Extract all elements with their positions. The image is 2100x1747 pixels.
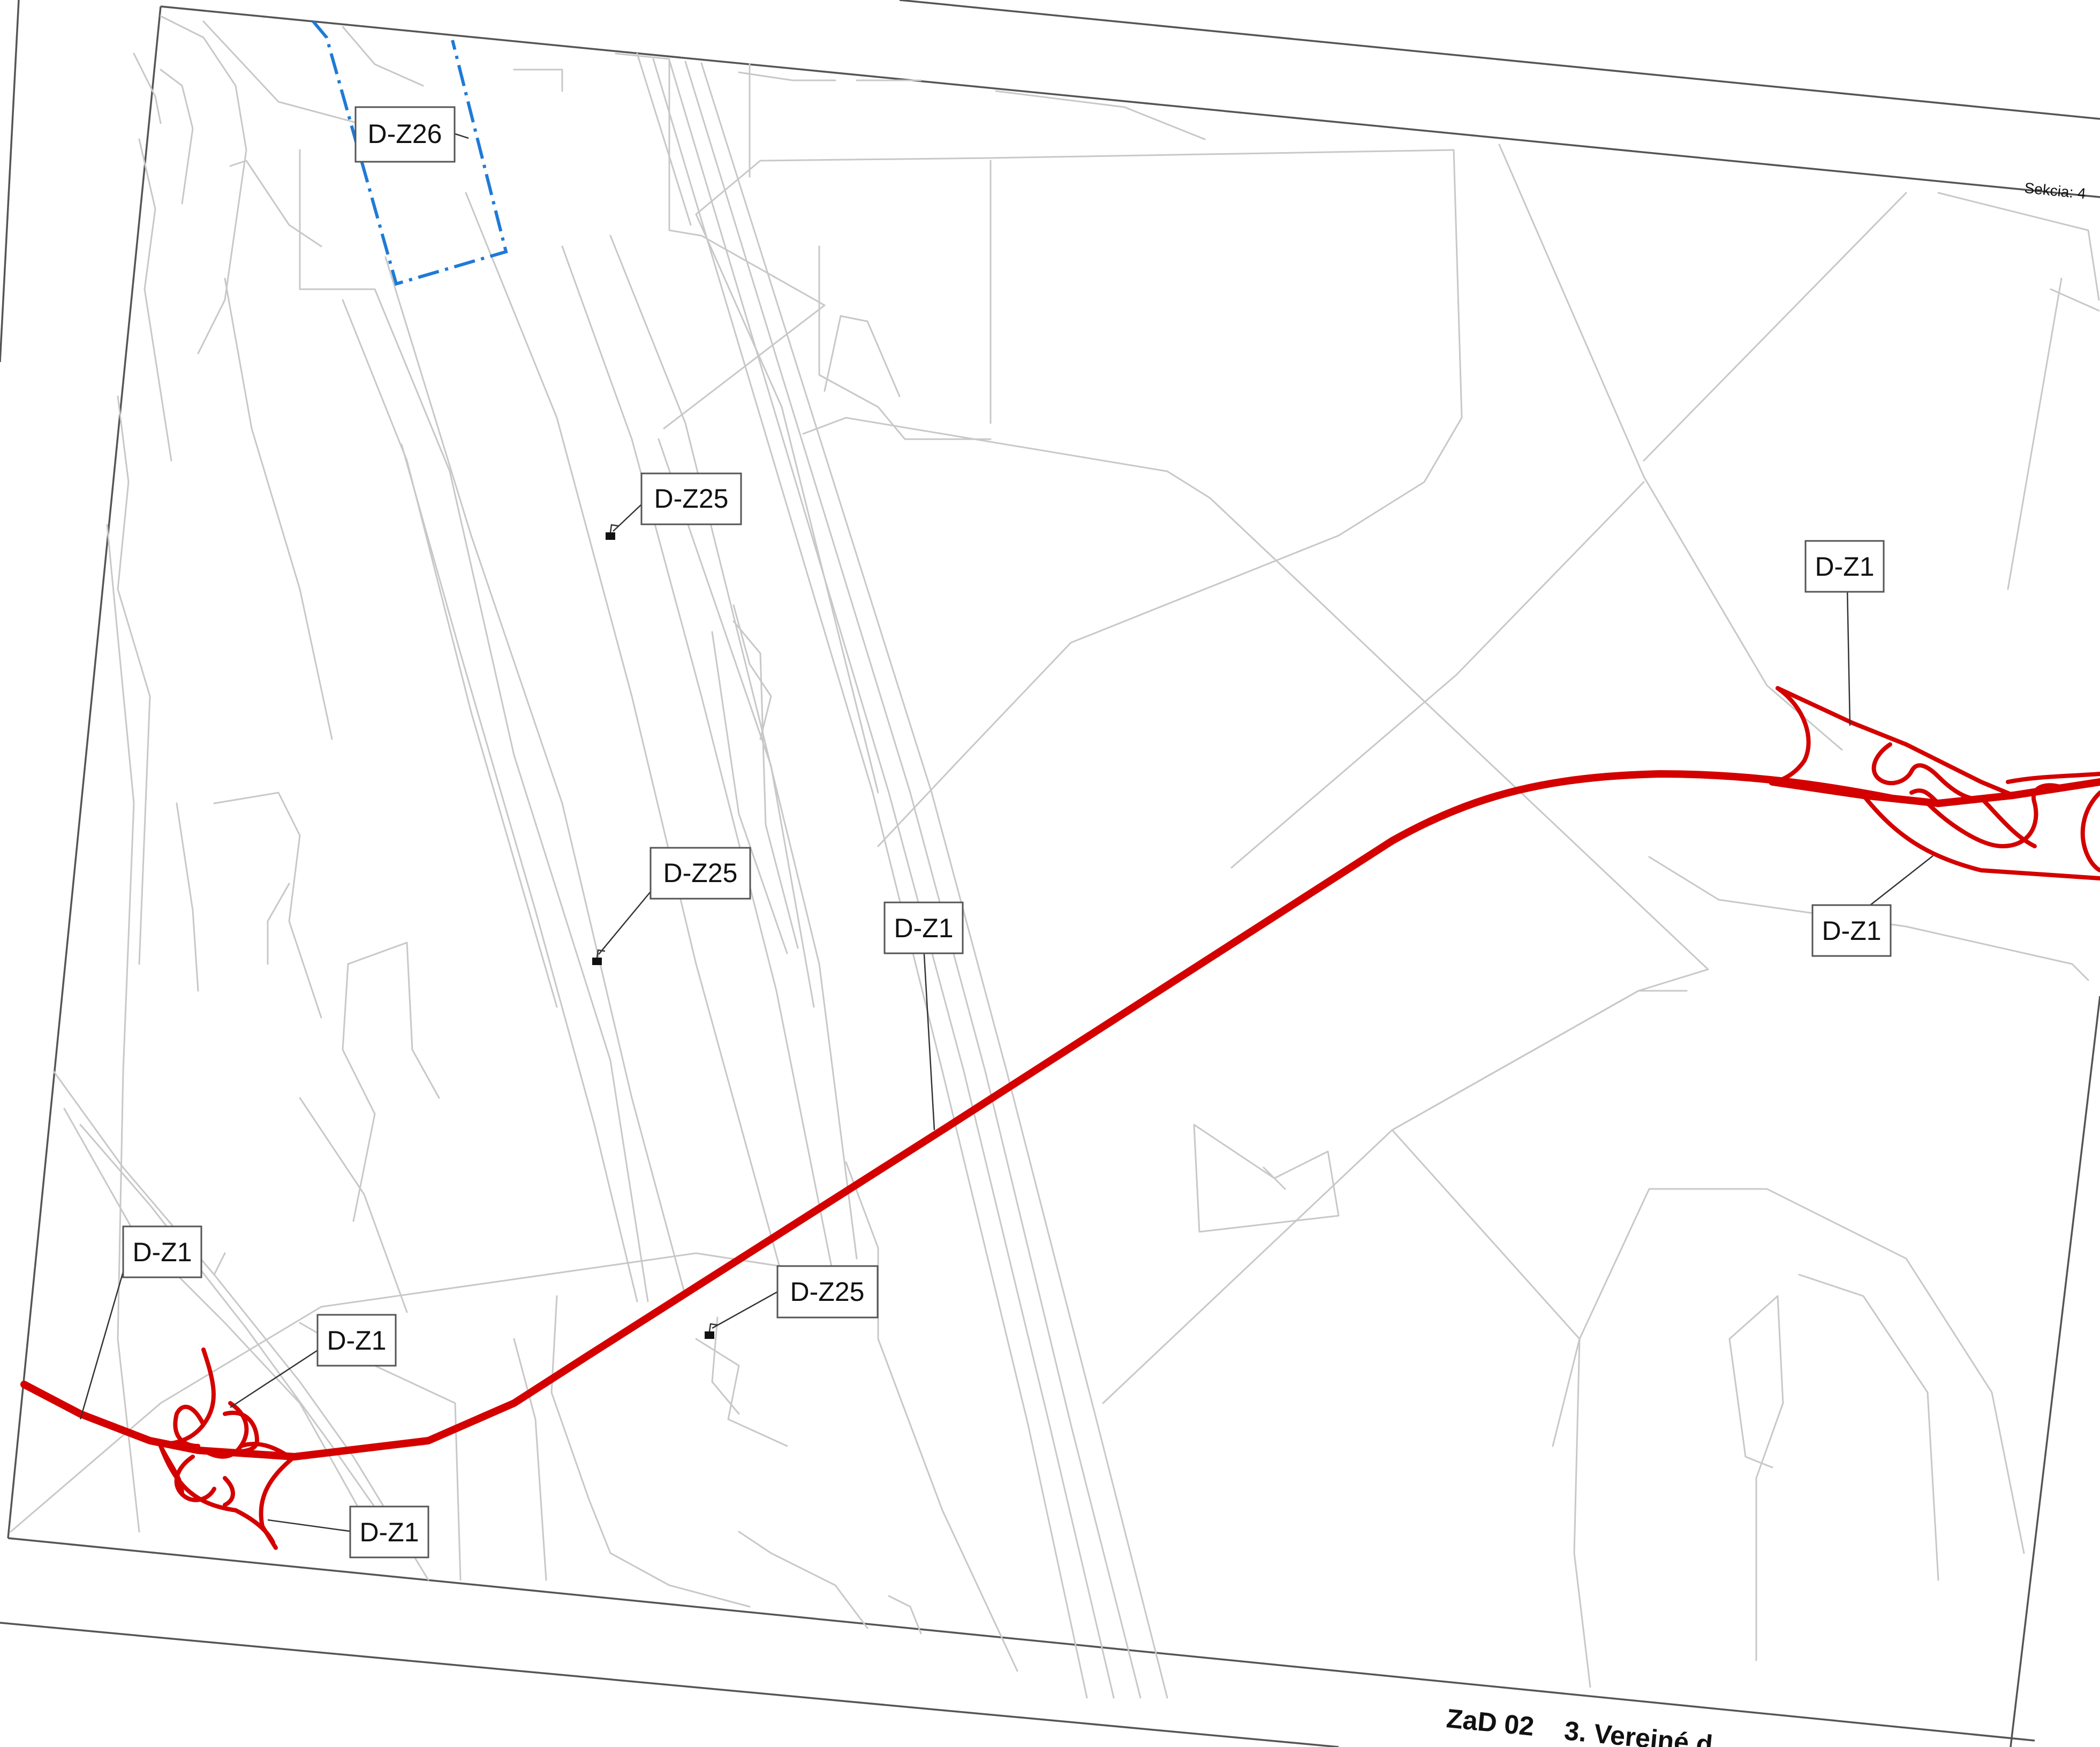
label-dz1-sw-3: D-Z1 (349, 1505, 429, 1558)
label-dz1-center-text: D-Z1 (894, 913, 953, 943)
label-dz1-ne-bottom-text: D-Z1 (1822, 916, 1881, 946)
interchange-southwest (148, 1347, 297, 1550)
interchange-northeast (1770, 686, 2100, 880)
outer-frame-left (0, 0, 20, 363)
label-dz1-sw-2: D-Z1 (316, 1314, 397, 1367)
label-dz26-text: D-Z26 (368, 119, 442, 149)
label-dz1-ne-top: D-Z1 (1804, 540, 1885, 593)
label-dz1-sw-1: D-Z1 (122, 1225, 202, 1278)
sheet-annotations: Sekcia: 4 ZaD 02 3. Verejné d (1445, 179, 2087, 1747)
dz25-symbol-c (705, 1323, 718, 1339)
label-dz1-sw-1-text: D-Z1 (132, 1237, 192, 1267)
label-dz1-sw-3-text: D-Z1 (359, 1517, 419, 1547)
sheet-title-code: ZaD 02 (1445, 1703, 1536, 1742)
dz25-symbol-a (606, 524, 619, 540)
dz25-symbol-b (592, 949, 606, 965)
label-dz25-a-text: D-Z25 (654, 484, 729, 514)
frame-right-edge (2010, 996, 2100, 1747)
label-dz1-sw-2-text: D-Z1 (327, 1326, 386, 1356)
label-dz1-ne-top-text: D-Z1 (1815, 552, 1874, 582)
label-dz1-ne-bottom: D-Z1 (1811, 904, 1892, 957)
zone-boundary-dz26 (312, 20, 508, 286)
boundary-line (312, 20, 508, 286)
label-dz25-c: D-Z25 (776, 1265, 879, 1319)
label-dz25-c-text: D-Z25 (790, 1277, 865, 1307)
map-labels: D-Z26 D-Z25 D-Z25 D-Z25 D-Z1 D-Z1 D-Z1 (122, 106, 1892, 1558)
cadastral-lines (10, 15, 2100, 1699)
label-dz25-b-text: D-Z25 (663, 858, 738, 888)
outer-frame-top (899, 0, 2100, 120)
dz25-symbols (592, 524, 718, 1339)
leader-lines (79, 133, 1933, 1533)
frame-left-edge (7, 6, 162, 1539)
frame-top-edge (160, 5, 2100, 198)
label-dz25-b: D-Z25 (649, 847, 751, 900)
sheet-title-text: 3. Verejné d (1563, 1715, 1714, 1747)
label-dz1-center: D-Z1 (883, 901, 964, 954)
outer-frame-bottom (0, 1622, 1339, 1747)
section-label: Sekcia: 4 (2023, 179, 2087, 202)
highway-main-alignment-east (1935, 778, 2100, 807)
label-dz25-a: D-Z25 (640, 472, 742, 525)
label-dz26: D-Z26 (354, 106, 456, 163)
frame-bottom-edge (7, 1537, 2035, 1742)
